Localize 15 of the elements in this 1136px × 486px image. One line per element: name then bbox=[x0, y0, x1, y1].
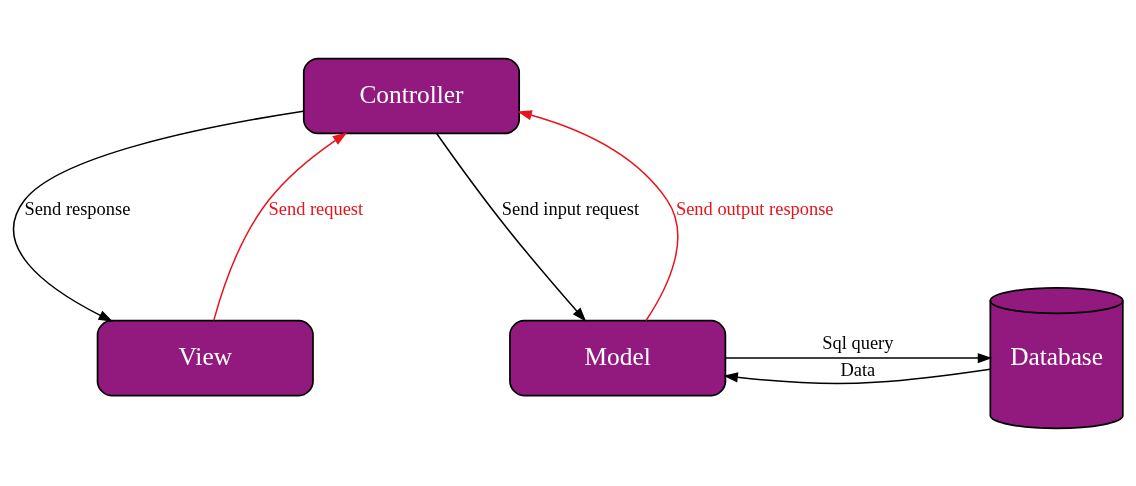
edge-label: Send input request bbox=[501, 198, 639, 219]
node-box: Model bbox=[509, 319, 727, 396]
edge-label: Send output response bbox=[675, 198, 834, 219]
arrow bbox=[724, 352, 993, 363]
edge-label: Send request bbox=[268, 198, 364, 219]
arrow bbox=[435, 132, 587, 322]
node-box: Controller bbox=[302, 57, 521, 134]
edge-label: Data bbox=[840, 359, 876, 380]
arrow bbox=[213, 131, 348, 321]
edge-label: Send response bbox=[24, 198, 131, 219]
arrow bbox=[723, 367, 991, 384]
edge-label: Sql query bbox=[822, 332, 894, 353]
arrow bbox=[12, 109, 305, 322]
node-box: View bbox=[96, 319, 314, 396]
arrow bbox=[517, 109, 679, 321]
